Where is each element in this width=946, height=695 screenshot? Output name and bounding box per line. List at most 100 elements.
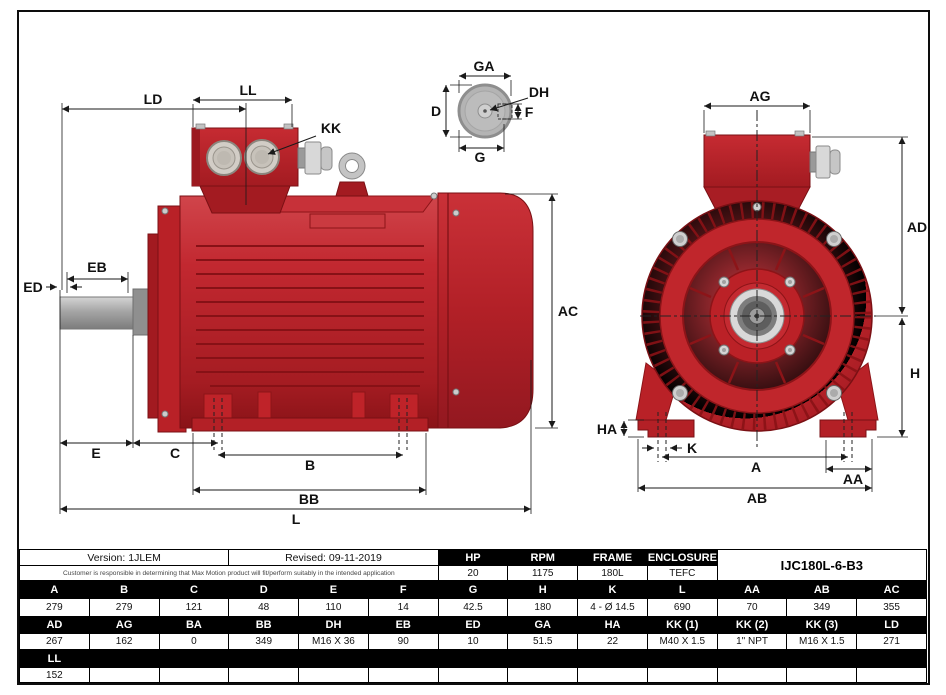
- dim-value-cell: 355: [856, 598, 927, 617]
- dim-value-cell: [367, 667, 439, 683]
- dim-value-cell: M40 X 1.5: [646, 633, 718, 650]
- lifting-eye: [335, 152, 369, 197]
- dim-label-l: L: [292, 511, 301, 527]
- bracket-bolt-icon: [161, 207, 169, 215]
- box-tab: [705, 130, 716, 137]
- box-tab: [283, 123, 294, 130]
- dim-header-cell: [716, 649, 788, 668]
- spec-header-frame: FRAME: [577, 549, 648, 566]
- box-tab: [195, 123, 206, 130]
- dim-header-cell: [786, 649, 858, 668]
- cable-gland: [297, 141, 333, 175]
- dim-header-row-1: A B C D E F G H K L AA AB AC: [19, 580, 927, 599]
- dim-header-cell: LL: [19, 649, 90, 668]
- dim-header-row-2: AD AG BA BB DH EB ED GA HA KK (1) KK (2)…: [19, 616, 927, 634]
- front-view: [635, 110, 879, 462]
- dim-header-cell: AG: [88, 616, 160, 634]
- dim-header-cell: [88, 649, 160, 668]
- dim-label-aa: AA: [843, 471, 863, 487]
- front-view-dimensions: AG AD H HA K A AA AB: [597, 88, 927, 506]
- dim-value-cell: 690: [646, 598, 718, 617]
- dim-header-cell: AC: [856, 580, 927, 599]
- dim-header-cell: [367, 649, 439, 668]
- dim-label-ac: AC: [558, 303, 578, 319]
- dim-label-g: G: [475, 149, 486, 165]
- dim-header-cell: [646, 649, 718, 668]
- dim-label-dh: DH: [529, 84, 549, 100]
- dim-label-h: H: [910, 365, 920, 381]
- dim-value-cell: [577, 667, 648, 683]
- dim-value-cell: [228, 667, 300, 683]
- dim-value-row-3: 152: [19, 667, 927, 683]
- cover-bolt-icon: [452, 388, 460, 396]
- dim-value-row-1: 279 279 121 48 110 14 42.5 180 4 - Ø 14.…: [19, 598, 927, 617]
- cover-bolt-icon: [452, 209, 460, 217]
- dim-header-cell: A: [19, 580, 90, 599]
- bracket-bolt-icon: [161, 410, 169, 418]
- terminal-box-pedestal: [199, 185, 291, 214]
- dim-label-c: C: [170, 445, 180, 461]
- front-foot: [203, 393, 233, 421]
- dim-value-cell: 90: [367, 633, 439, 650]
- version-cell: Version: 1JLEM: [18, 549, 230, 566]
- cooling-fins: [196, 245, 424, 387]
- dim-header-cell: BA: [158, 616, 230, 634]
- dim-header-cell: BB: [228, 616, 300, 634]
- dim-label-eb: EB: [87, 259, 106, 275]
- dim-header-cell: H: [507, 580, 579, 599]
- dim-value-cell: M16 X 1.5: [786, 633, 858, 650]
- dim-value-cell: 48: [228, 598, 300, 617]
- dim-value-cell: [158, 667, 230, 683]
- spec-header-hp: HP: [437, 549, 509, 566]
- dim-value-cell: 271: [856, 633, 927, 650]
- side-view-dimensions: LL LD KK EB ED AC E C B BB: [23, 82, 578, 527]
- gland-hole: [244, 139, 280, 175]
- dim-header-cell: KK (2): [716, 616, 788, 634]
- dim-header-cell: DH: [298, 616, 369, 634]
- dim-value-cell: 14: [367, 598, 439, 617]
- dim-label-ll: LL: [239, 82, 257, 98]
- disclaimer-row: Customer is responsible in determining t…: [19, 565, 927, 581]
- dim-header-cell: K: [577, 580, 648, 599]
- dim-value-cell: 349: [228, 633, 300, 650]
- center-mark: [483, 109, 487, 113]
- dim-value-cell: 10: [437, 633, 509, 650]
- dim-header-cell: EB: [367, 616, 439, 634]
- dim-label-ld: LD: [144, 91, 163, 107]
- dim-label-ad: AD: [907, 219, 927, 235]
- end-bell-ribs: [689, 248, 825, 384]
- right-foot-base: [819, 419, 877, 438]
- dim-header-cell: E: [298, 580, 369, 599]
- dim-header-cell: [507, 649, 579, 668]
- rim-bolts: [672, 231, 842, 401]
- dim-header-cell: [158, 649, 230, 668]
- dim-header-cell: KK (3): [786, 616, 858, 634]
- dimension-table: Version: 1JLEM Revised: 09-11-2019 HP RP…: [18, 549, 928, 683]
- dim-value-cell: [646, 667, 718, 683]
- dim-value-cell: [88, 667, 160, 683]
- titleblock-row: Version: 1JLEM Revised: 09-11-2019 HP RP…: [18, 549, 928, 581]
- model-number: IJC180L-6-B3: [716, 549, 928, 581]
- base-rib: [257, 391, 272, 419]
- dim-label-ha: HA: [597, 421, 617, 437]
- spec-header-enclosure: ENCLOSURE: [646, 549, 718, 566]
- dim-value-cell: 1" NPT: [716, 633, 788, 650]
- dim-header-row-3: LL: [19, 649, 927, 668]
- dim-label-e: E: [91, 445, 100, 461]
- dim-value-cell: 152: [19, 667, 90, 683]
- dim-label-ag: AG: [750, 88, 771, 104]
- dim-header-cell: [856, 649, 927, 668]
- fan-cover: [437, 192, 534, 429]
- spec-value-frame: 180L: [577, 565, 648, 581]
- dim-label-ga: GA: [474, 58, 495, 74]
- dim-value-cell: [786, 667, 858, 683]
- dim-header-cell: [437, 649, 509, 668]
- dim-value-cell: 22: [577, 633, 648, 650]
- dim-value-cell: 162: [88, 633, 160, 650]
- dim-value-cell: 4 - Ø 14.5: [577, 598, 648, 617]
- dim-value-cell: 51.5: [507, 633, 579, 650]
- dim-label-bb: BB: [299, 491, 319, 507]
- shaft: [59, 296, 135, 330]
- body-bolt-icon: [430, 192, 438, 200]
- dim-label-ab: AB: [747, 490, 767, 506]
